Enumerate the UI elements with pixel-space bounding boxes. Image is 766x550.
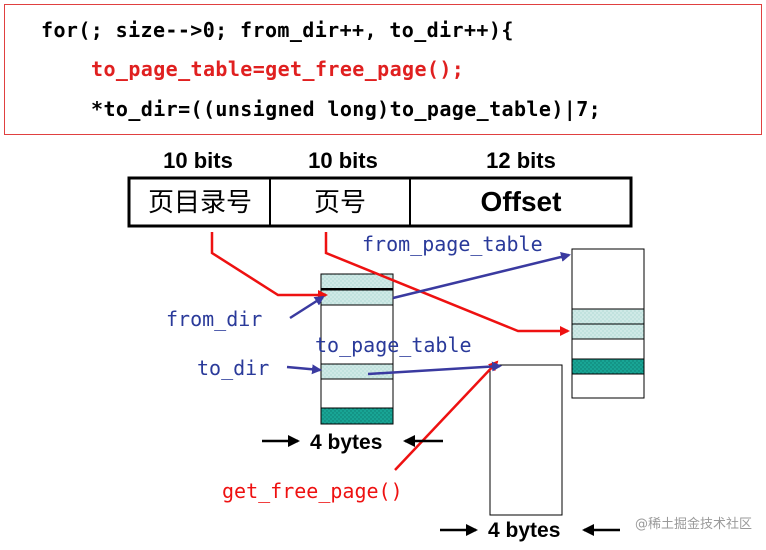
bytes-label-left: 4 bytes	[310, 431, 382, 454]
label-get-free-page: get_free_page()	[222, 479, 403, 503]
label-from-dir: from_dir	[166, 307, 262, 331]
bits-label-page: 10 bits	[308, 148, 378, 173]
bits-label-offset: 12 bits	[486, 148, 556, 173]
from-page-table	[571, 248, 645, 399]
page-directory-table	[320, 273, 394, 425]
arrow-from-dir	[289, 295, 325, 320]
bytes-label-right: 4 bytes	[488, 519, 560, 542]
field-page-number: 页号	[314, 188, 366, 218]
code-line-3: *to_dir=((unsigned long)to_page_table)|7…	[91, 97, 602, 121]
address-format-box	[127, 176, 633, 228]
field-offset: Offset	[481, 186, 562, 217]
label-to-dir: to_dir	[197, 356, 269, 380]
label-from-page-table: from_page_table	[362, 232, 543, 256]
arrow-to-dir	[286, 364, 322, 375]
code-line-1: for(; size-->0; from_dir++, to_dir++){	[41, 18, 514, 42]
arrow-get-free-page	[394, 360, 499, 471]
to-page-table	[489, 364, 563, 516]
code-line-2: to_page_table=get_free_page();	[91, 57, 465, 81]
arrow-to-page-table	[367, 361, 502, 376]
watermark: @稀土掘金技术社区	[634, 517, 752, 532]
bits-label-dir: 10 bits	[163, 148, 233, 173]
field-dir-number: 页目录号	[148, 188, 252, 218]
label-to-page-table: to_page_table	[315, 333, 472, 357]
arrow-from-page-table	[392, 252, 571, 300]
arrow-dir-index	[210, 232, 328, 300]
code-box: for(; size-->0; from_dir++, to_dir++){ t…	[4, 4, 762, 135]
